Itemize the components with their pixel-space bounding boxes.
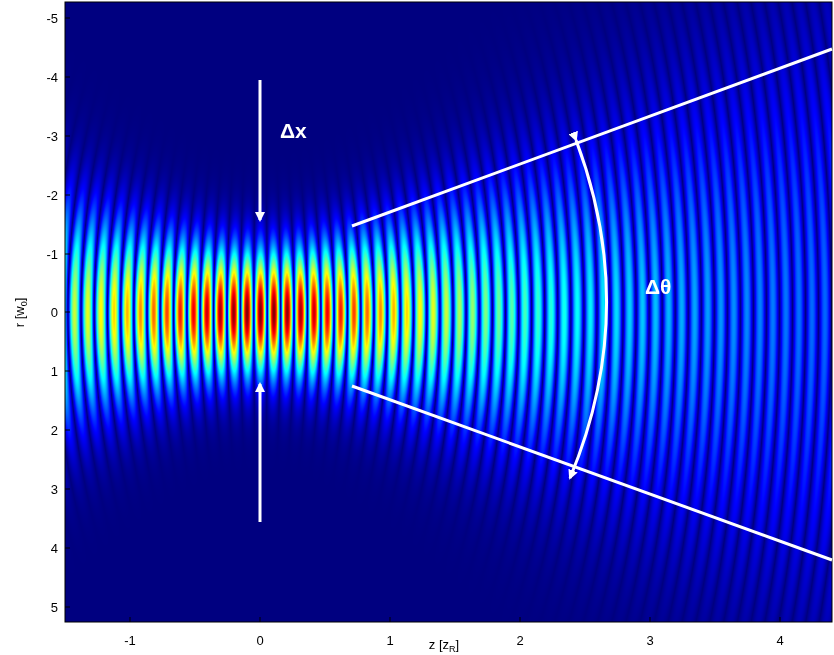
y-tick-label: 0 [51, 306, 58, 319]
y-tick-label: 2 [51, 424, 58, 437]
x-tick-label: 3 [646, 634, 653, 647]
axis-title-part: ] [13, 297, 28, 301]
y-tick-label: -5 [46, 12, 58, 25]
divergence-line [352, 49, 832, 226]
y-tick-label: 1 [51, 365, 58, 378]
plot-frame [65, 2, 832, 622]
y-tick-label: -4 [46, 71, 58, 84]
x-tick-label: -1 [124, 634, 136, 647]
delta-x-label: Δx [280, 120, 307, 141]
width-arrow [259, 384, 262, 522]
y-tick-label: -3 [46, 130, 58, 143]
x-tick-label: 1 [386, 634, 393, 647]
axis-title-part: r [w [13, 306, 28, 327]
x-tick-label: 0 [256, 634, 263, 647]
y-axis-title: r [w0] [14, 297, 27, 327]
delta-theta-label: Δθ [645, 276, 671, 297]
axis-title-part: 0 [20, 301, 30, 306]
x-tick-label: 2 [516, 634, 523, 647]
axis-title-part: R [449, 644, 456, 654]
y-tick-label: 4 [51, 542, 58, 555]
beam-field-plot [65, 2, 832, 622]
y-tick-label: 5 [51, 601, 58, 614]
width-arrow [259, 80, 262, 220]
angle-arc-arrow [570, 140, 607, 478]
y-tick-label: -2 [46, 189, 58, 202]
axis-title-part: z [z [429, 637, 449, 652]
y-tick-label: 3 [51, 483, 58, 496]
x-tick-label: 4 [776, 634, 783, 647]
x-axis-title: z [zR] [429, 638, 459, 651]
y-tick-label: -1 [46, 248, 58, 261]
axis-title-part: ] [456, 637, 460, 652]
